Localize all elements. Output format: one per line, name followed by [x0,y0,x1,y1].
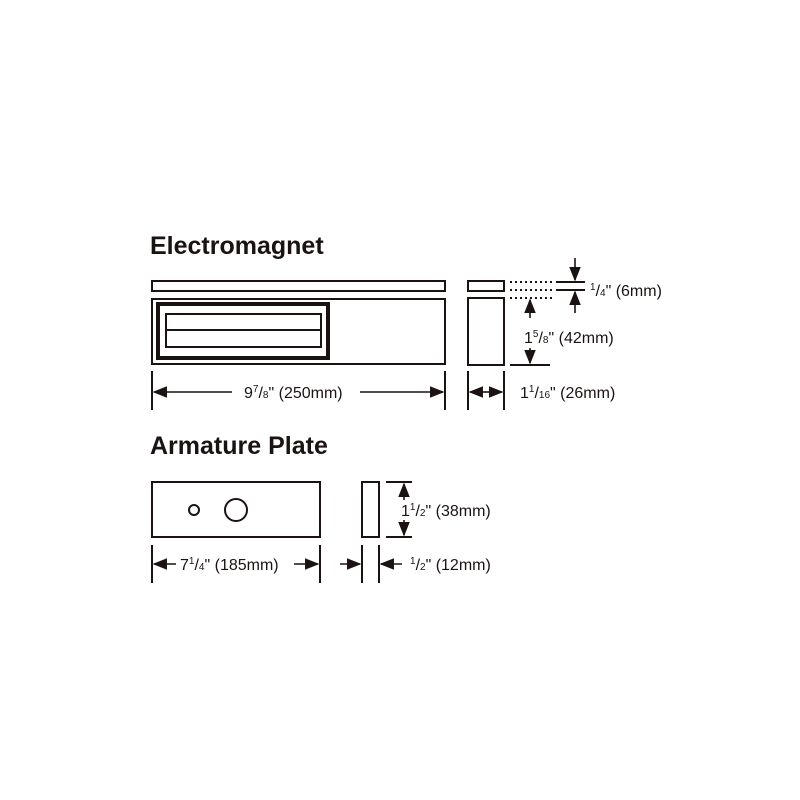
armature-plate-title: Armature Plate [150,432,328,460]
depth-label: 11/16" (26mm) [520,384,615,402]
armature-plate-body [151,481,321,538]
electromagnet-cover-strip [151,280,446,292]
electromagnet-body [151,298,446,365]
electromagnet-length-label: 97/8" (250mm) [244,384,343,402]
armature-large-hole [224,498,248,522]
electromagnet-side-cover [467,280,505,292]
armature-plate-side [361,481,380,538]
electromagnet-coil-frame [156,302,330,360]
plate-height-label: 11/2" (38mm) [401,502,491,520]
plate-thickness-label: 1/2" (12mm) [410,556,491,574]
plate-length-label: 71/4" (185mm) [180,556,279,574]
electromagnet-side-body [467,297,505,366]
electromagnet-title: Electromagnet [150,232,324,260]
armature-small-hole [188,504,200,516]
height-label: 15/8" (42mm) [524,329,614,347]
cover-thickness-label: 1/4" (6mm) [590,282,662,300]
